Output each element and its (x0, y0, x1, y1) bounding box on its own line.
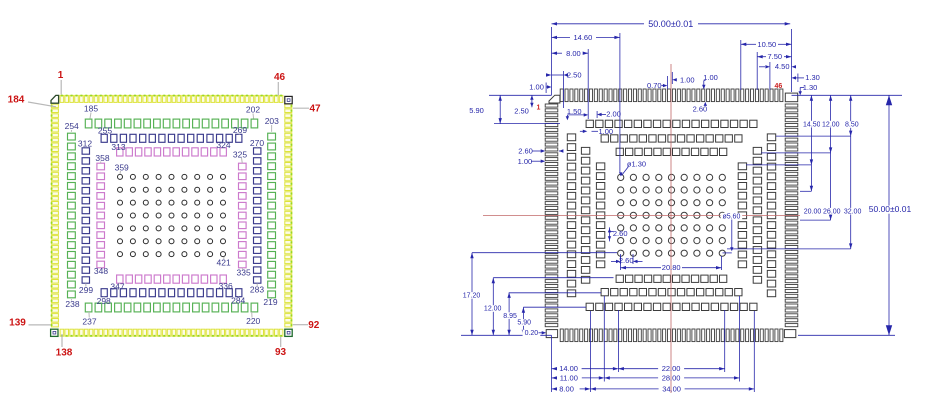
svg-text:1.50: 1.50 (567, 107, 582, 116)
svg-text:324: 324 (216, 140, 230, 150)
svg-text:17.20: 17.20 (463, 293, 481, 300)
svg-text:283: 283 (250, 284, 264, 294)
svg-text:47: 47 (309, 104, 321, 115)
svg-text:8.00: 8.00 (559, 384, 574, 393)
svg-text:1: 1 (58, 70, 64, 81)
svg-text:1.30: 1.30 (805, 73, 820, 82)
svg-text:20.00: 20.00 (804, 208, 822, 215)
svg-text:34.00: 34.00 (662, 384, 681, 393)
svg-text:237: 237 (82, 317, 96, 327)
svg-text:347: 347 (110, 282, 124, 292)
svg-text:46: 46 (775, 83, 783, 90)
svg-text:2.60: 2.60 (619, 256, 634, 265)
svg-text:139: 139 (9, 317, 26, 328)
svg-text:254: 254 (65, 121, 79, 131)
svg-text:1.00: 1.00 (703, 73, 718, 82)
svg-text:8.50: 8.50 (845, 122, 859, 129)
svg-text:ø5.60: ø5.60 (722, 213, 740, 220)
svg-text:358: 358 (95, 153, 109, 163)
svg-text:1.00: 1.00 (598, 127, 613, 136)
svg-text:2.50: 2.50 (567, 71, 582, 80)
svg-text:8.00: 8.00 (566, 49, 581, 58)
svg-text:92: 92 (308, 320, 320, 331)
svg-text:26.00: 26.00 (823, 208, 841, 215)
svg-text:255: 255 (98, 125, 112, 135)
svg-text:269: 269 (233, 125, 247, 135)
svg-text:219: 219 (263, 297, 277, 307)
svg-text:202: 202 (246, 104, 260, 114)
svg-text:184: 184 (8, 94, 25, 105)
svg-text:50.00±0.01: 50.00±0.01 (869, 204, 912, 214)
svg-text:5.90: 5.90 (469, 106, 484, 115)
svg-text:1.00: 1.00 (680, 75, 695, 84)
svg-text:2.00: 2.00 (606, 110, 621, 119)
svg-text:299: 299 (79, 285, 93, 295)
svg-text:313: 313 (111, 142, 125, 152)
svg-text:421: 421 (217, 258, 231, 268)
svg-text:312: 312 (78, 139, 92, 149)
svg-text:138: 138 (56, 347, 73, 358)
svg-text:20.80: 20.80 (662, 263, 681, 272)
svg-text:203: 203 (265, 116, 279, 126)
svg-text:1: 1 (537, 104, 541, 111)
svg-text:7.50: 7.50 (767, 52, 782, 61)
svg-text:5.90: 5.90 (517, 320, 531, 327)
svg-text:93: 93 (275, 347, 287, 358)
svg-text:12.00: 12.00 (822, 121, 840, 128)
svg-text:238: 238 (65, 299, 79, 309)
svg-text:359: 359 (115, 162, 129, 172)
svg-text:2.60: 2.60 (518, 147, 533, 156)
svg-text:335: 335 (237, 267, 251, 277)
svg-text:4.50: 4.50 (775, 62, 790, 71)
svg-text:46: 46 (274, 72, 286, 83)
svg-text:1.00: 1.00 (529, 83, 544, 92)
svg-text:14.60: 14.60 (574, 33, 593, 42)
svg-text:2.60: 2.60 (613, 229, 628, 238)
svg-text:185: 185 (84, 103, 98, 113)
svg-text:0.70: 0.70 (647, 81, 662, 90)
svg-text:12.00: 12.00 (484, 306, 502, 313)
svg-text:284: 284 (231, 295, 245, 305)
svg-text:2.60: 2.60 (693, 105, 708, 114)
svg-text:2.50: 2.50 (514, 107, 529, 116)
svg-text:22.00: 22.00 (662, 364, 681, 373)
svg-text:270: 270 (250, 138, 264, 148)
svg-text:1.30: 1.30 (803, 83, 818, 92)
svg-text:11.00: 11.00 (560, 373, 578, 382)
svg-text:ø1.30: ø1.30 (627, 159, 646, 168)
svg-text:8.95: 8.95 (503, 313, 517, 320)
svg-text:220: 220 (246, 316, 260, 326)
svg-text:325: 325 (233, 149, 247, 159)
svg-text:50.00±0.01: 50.00±0.01 (648, 19, 693, 29)
svg-text:298: 298 (97, 296, 111, 306)
svg-text:32.00: 32.00 (844, 208, 862, 215)
svg-text:10.50: 10.50 (757, 40, 776, 49)
svg-text:0.20: 0.20 (525, 330, 539, 337)
svg-text:1.00: 1.00 (518, 157, 533, 166)
svg-text:14.50: 14.50 (803, 121, 821, 128)
svg-text:336: 336 (219, 281, 233, 291)
svg-text:14.00: 14.00 (559, 364, 578, 373)
svg-text:28.00: 28.00 (662, 373, 681, 382)
svg-text:348: 348 (94, 266, 108, 276)
